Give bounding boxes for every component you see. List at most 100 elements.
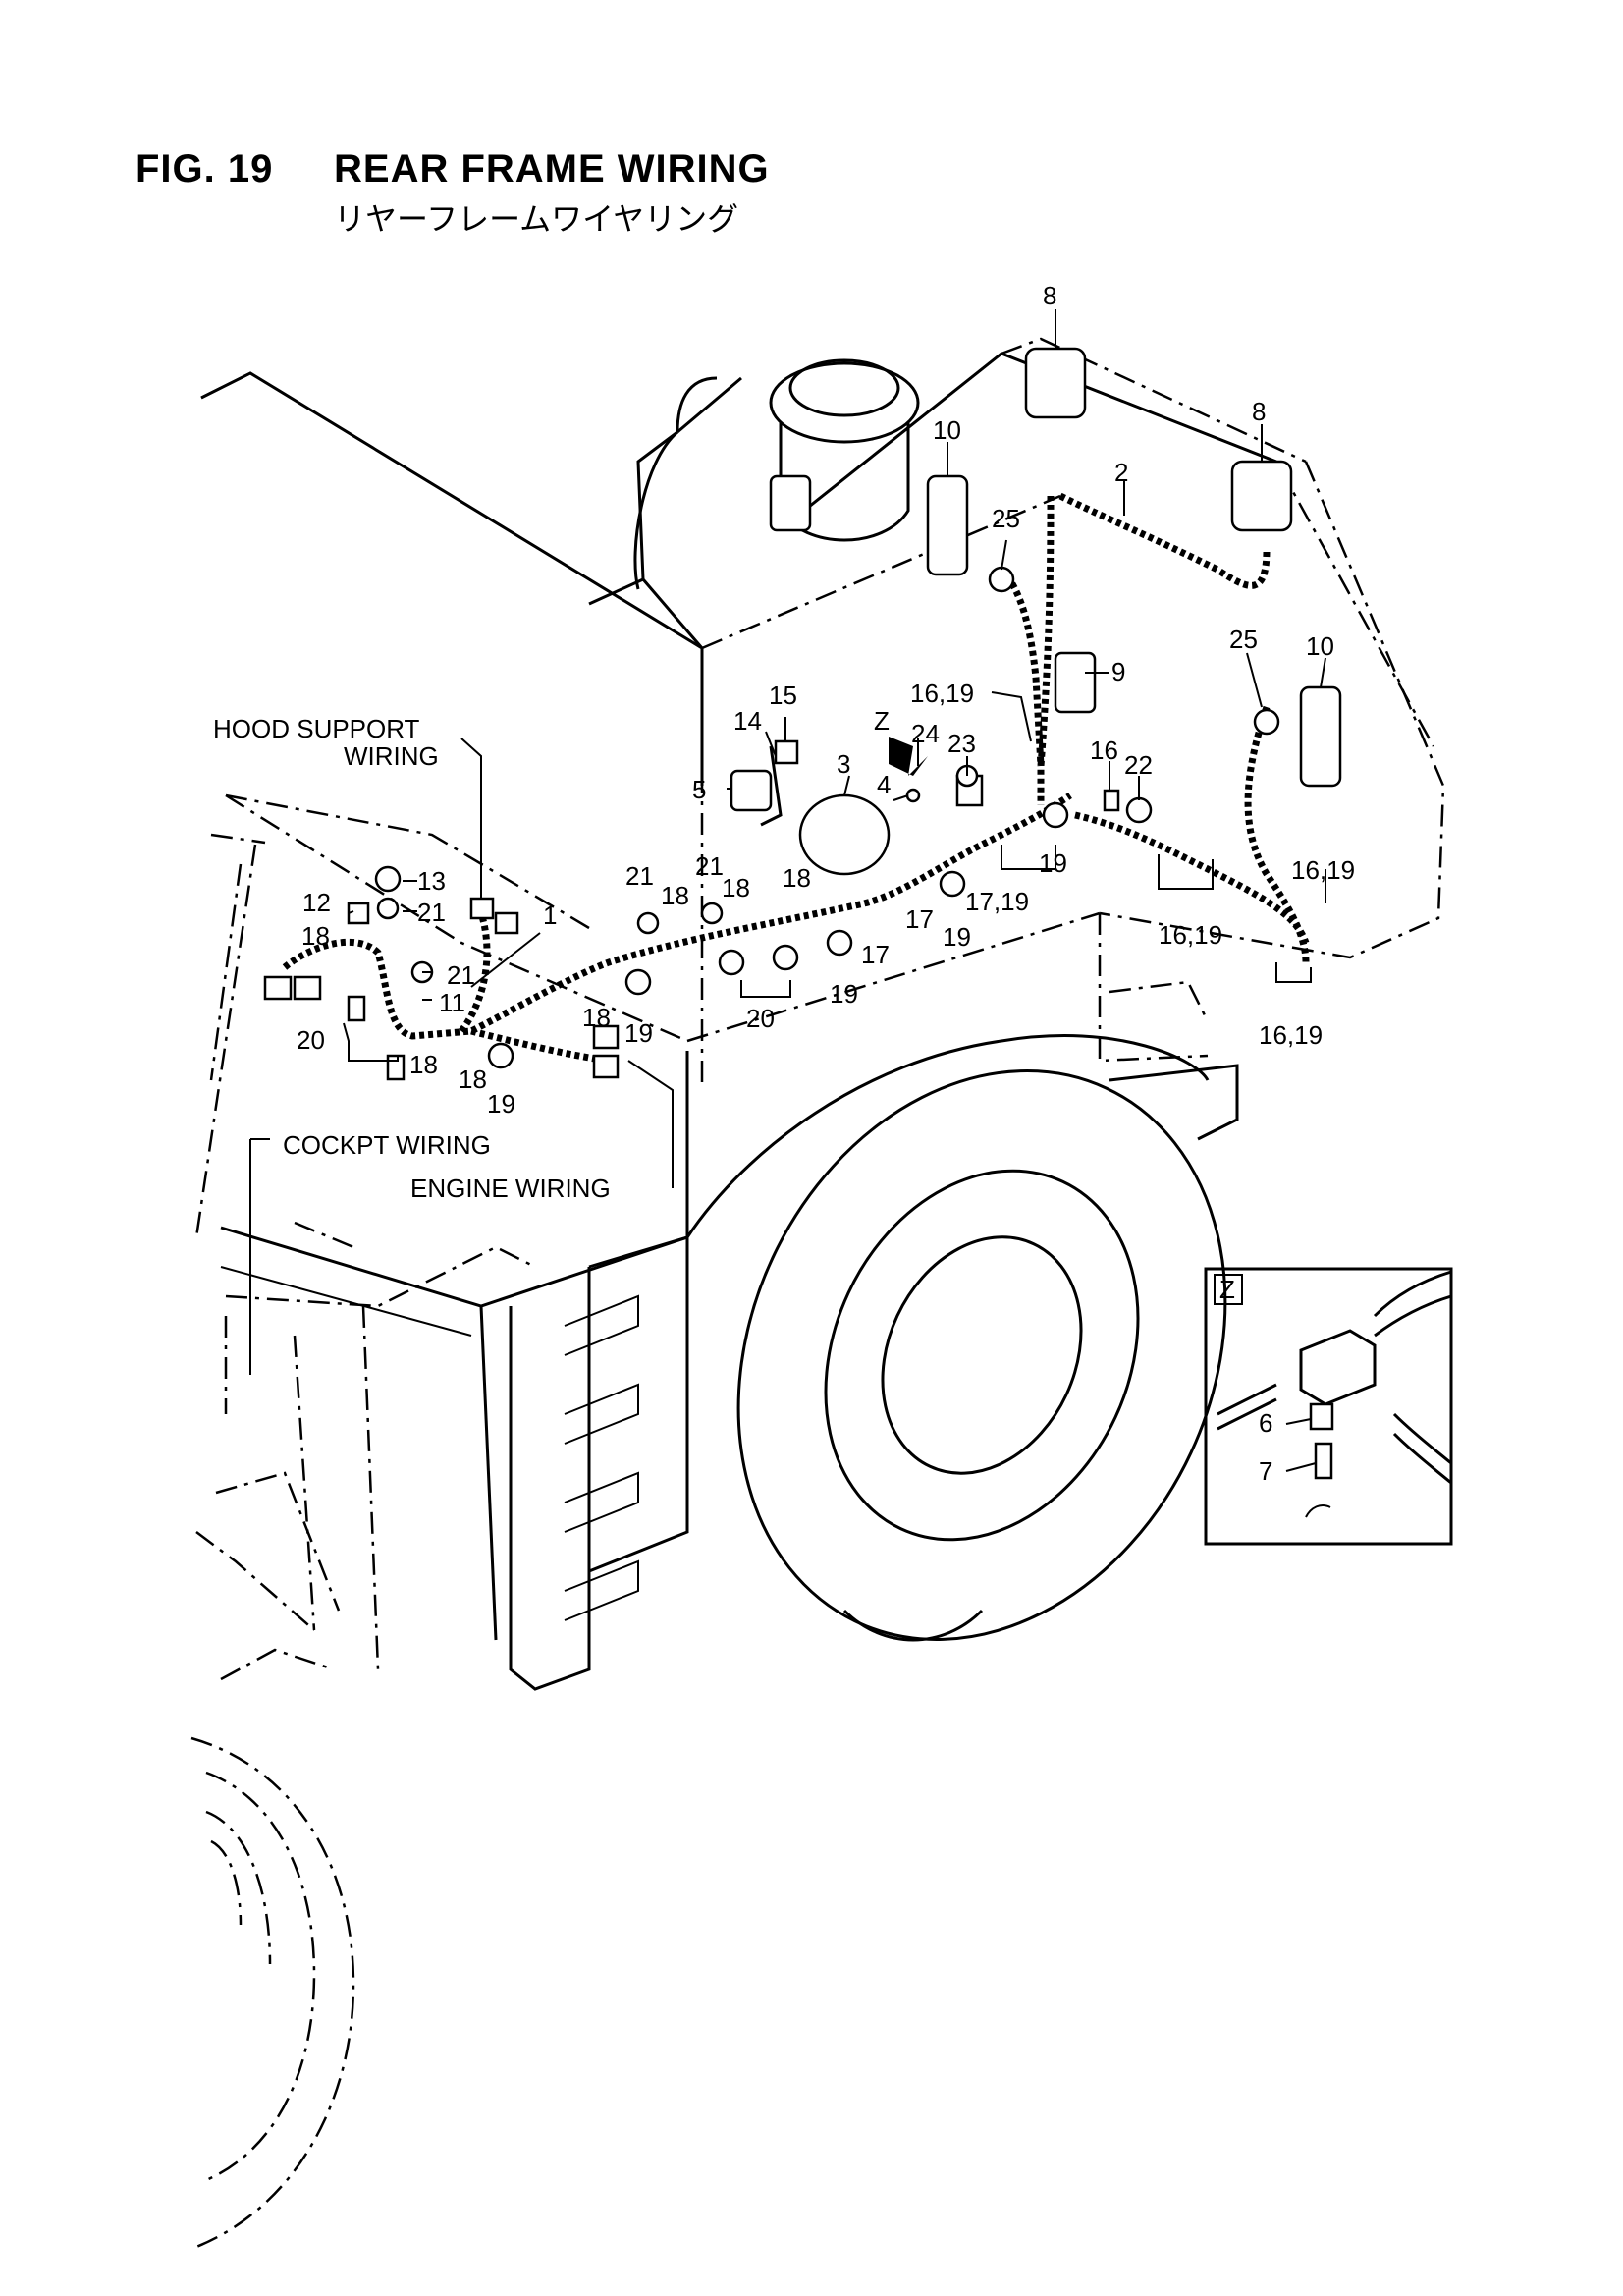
bolt-20b <box>772 944 799 971</box>
bolt-20c <box>347 995 366 1022</box>
callout-17b: 17 <box>861 940 890 969</box>
connector-e <box>592 1054 620 1079</box>
callout-20b: 20 <box>297 1025 325 1055</box>
bolt-19c <box>826 929 853 957</box>
callout-16-19b: 16,19 <box>1291 855 1355 885</box>
callout-21c: 21 <box>417 898 446 927</box>
cab-outline <box>209 793 1101 1081</box>
callout-25a: 25 <box>992 504 1020 533</box>
bracket-12 <box>347 902 370 925</box>
callout-7: 7 <box>1259 1456 1272 1486</box>
parts <box>263 347 1342 1081</box>
callout-18e: 18 <box>301 921 330 951</box>
callout-13: 13 <box>417 866 446 896</box>
callout-10a: 10 <box>933 415 961 445</box>
callout-4: 4 <box>877 770 891 799</box>
callout-21d: 21 <box>447 960 475 990</box>
bolt-20a <box>718 949 745 976</box>
callout-17a: 17 <box>905 904 934 934</box>
clamp-16 <box>1103 789 1120 812</box>
callout-19d: 19 <box>624 1018 653 1048</box>
front-ladder <box>220 1051 689 1691</box>
callout-3: 3 <box>837 749 850 779</box>
reflector-left <box>926 474 969 576</box>
callout-24: 24 <box>911 719 940 748</box>
callout-16-19c: 16,19 <box>1159 920 1222 950</box>
callout-19b: 19 <box>943 922 971 952</box>
bolt-19a <box>624 968 652 996</box>
callout-1: 1 <box>543 901 557 930</box>
main-harness <box>282 492 1310 1065</box>
label-engine-wiring: ENGINE WIRING <box>410 1174 611 1203</box>
callout-14: 14 <box>733 706 762 736</box>
callout-18c: 18 <box>783 863 811 893</box>
callout-18b: 18 <box>722 873 750 902</box>
detail-view-z <box>1204 1267 1453 1546</box>
callout-12: 12 <box>302 888 331 917</box>
figure-subtitle: リヤーフレームワイヤリング <box>334 200 739 238</box>
bolt-20d <box>386 1054 406 1081</box>
callout-20a: 20 <box>746 1004 775 1033</box>
rear-tire <box>685 1034 1239 1642</box>
rear-light-left <box>1024 347 1087 419</box>
callout-15: 15 <box>769 681 797 710</box>
callout-8a: 8 <box>1043 281 1056 310</box>
connector-c <box>469 897 495 920</box>
callout-18a: 18 <box>661 881 689 910</box>
callout-16-19d: 16,19 <box>1259 1020 1323 1050</box>
relay <box>730 769 773 812</box>
callout-z-arrow: Z <box>874 706 890 736</box>
callout-10b: 10 <box>1306 631 1334 661</box>
callout-18g: 18 <box>459 1065 487 1094</box>
figure-title: REAR FRAME WIRING <box>334 147 770 191</box>
hood <box>200 352 1277 786</box>
callout-16-19a: 16,19 <box>910 679 974 708</box>
bracket <box>760 745 783 827</box>
callouts: 8 8 2 10 10 25 25 9 16,19 16 22 16,19 16… <box>297 281 1355 1486</box>
callout-16: 16 <box>1090 736 1118 765</box>
callout-25b: 25 <box>1229 625 1258 654</box>
callout-19e: 19 <box>487 1089 515 1119</box>
callout-2: 2 <box>1114 458 1128 487</box>
nut-21d <box>700 902 724 925</box>
reflector-right <box>1299 685 1342 788</box>
bolt-19b <box>487 1042 514 1069</box>
clip-25b <box>1253 708 1280 736</box>
callout-18f: 18 <box>409 1050 438 1079</box>
bolt-19e <box>1042 801 1069 829</box>
detail-frame <box>1204 1267 1453 1546</box>
bolt-13 <box>374 865 402 893</box>
motor <box>798 793 891 876</box>
callout-17-19: 17,19 <box>965 887 1029 916</box>
callout-18d: 18 <box>582 1003 611 1032</box>
callout-21a: 21 <box>625 861 654 891</box>
bolt-19d <box>939 870 966 898</box>
leader-lines <box>249 309 1326 1375</box>
connector-d <box>494 911 519 935</box>
grommet-22 <box>1125 796 1153 824</box>
switch-4 <box>905 788 921 803</box>
air-precleaner <box>769 358 920 542</box>
clip-25a <box>988 566 1015 593</box>
callout-21b: 21 <box>695 851 724 881</box>
callout-9: 9 <box>1111 657 1125 686</box>
callout-11: 11 <box>439 988 465 1017</box>
callout-22: 22 <box>1124 750 1153 780</box>
label-hood-support-line1: HOOD SUPPORT <box>213 714 420 743</box>
callout-6: 6 <box>1259 1408 1272 1438</box>
nut-21a <box>376 897 400 920</box>
callout-19c: 19 <box>830 979 858 1009</box>
horn <box>1054 651 1097 714</box>
callout-5: 5 <box>692 775 706 804</box>
connector-f <box>592 1024 620 1050</box>
figure-number: FIG. 19 <box>135 147 274 191</box>
label-hood-support-line2: WIRING <box>344 741 439 771</box>
rear-light-right <box>1230 460 1293 532</box>
callout-19a: 19 <box>1039 848 1067 878</box>
bolt-15 <box>774 739 799 765</box>
callout-23: 23 <box>947 729 976 758</box>
callout-8b: 8 <box>1252 397 1266 426</box>
nut-21c <box>636 911 660 935</box>
callout-z-box: Z <box>1219 1275 1235 1304</box>
